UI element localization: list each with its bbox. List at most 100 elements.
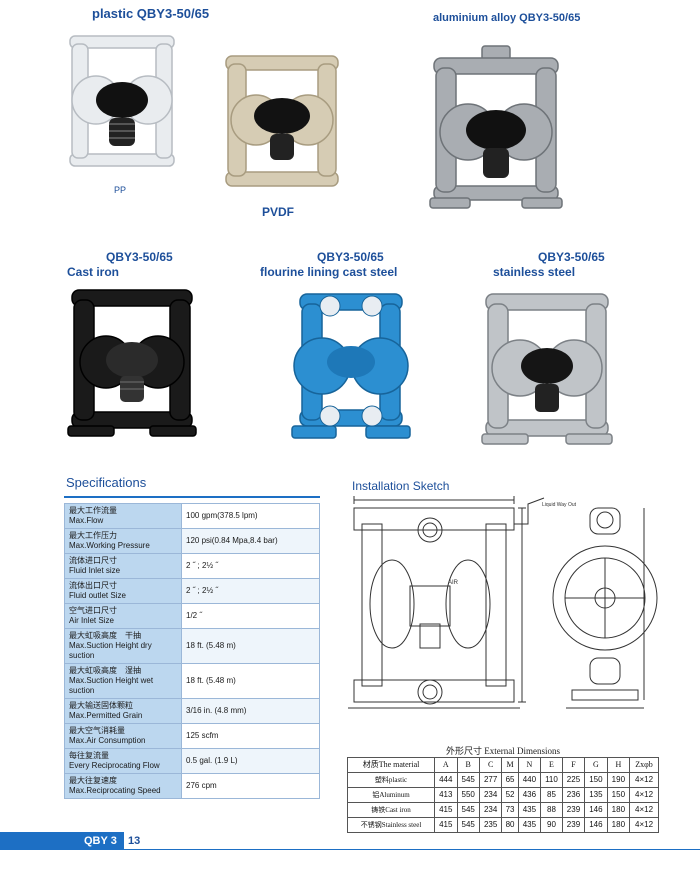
spec-label-en: Fluid outlet Size — [69, 591, 126, 600]
pump-image-pp — [69, 35, 175, 167]
dimensions-material-cell: 不锈钢Stainless steel — [346, 817, 436, 833]
spec-value: 276 cpm — [181, 773, 320, 799]
installation-sketch-heading: Installation Sketch — [352, 479, 450, 493]
spec-value: 120 psi(0.84 Mpa,8.4 bar) — [181, 528, 320, 554]
dimensions-material-cell: 塑料plastic — [346, 772, 436, 788]
spec-label-en: Fluid Inlet size — [69, 566, 121, 575]
dimensions-header-cell: E — [540, 757, 563, 773]
castiron-model: QBY3-50/65 — [106, 250, 173, 264]
fluorine-model: QBY3-50/65 — [317, 250, 384, 264]
spec-value: 18 ft. (5.48 m) — [181, 628, 320, 664]
spec-value: 0.5 gal. (1.9 L) — [181, 748, 320, 774]
stainless-label: stainless steel — [493, 265, 576, 279]
dimensions-value-cell: 88 — [540, 802, 563, 818]
dimensions-header-cell: A — [434, 757, 458, 773]
dimensions-value-cell: 435 — [517, 802, 542, 818]
stainless-model: QBY3-50/65 — [538, 250, 605, 264]
dimensions-value-cell: 150 — [606, 787, 631, 803]
spec-label-en: Air Inlet Size — [69, 616, 114, 625]
dimensions-value-cell: 80 — [501, 817, 519, 833]
spec-label-en: Max.Suction Height dry suction — [69, 641, 152, 660]
pump-image-pvdf — [225, 55, 339, 187]
spec-label-cn: 最大输送固体颗粒 — [69, 701, 133, 710]
spec-label-en: Max.Flow — [69, 516, 104, 525]
dimensions-value-cell: 234 — [478, 787, 503, 803]
dimensions-value-cell: 444 — [434, 772, 458, 788]
dimensions-material-cell: 铸铁Cast iron — [346, 802, 436, 818]
dimensions-header-cell: M — [501, 757, 519, 773]
dimensions-value-cell: 4×12 — [629, 817, 659, 833]
spec-label-en: Max.Air Consumption — [69, 736, 146, 745]
spec-value: 1/2 ˝ — [181, 603, 320, 629]
dimensions-header-cell: 材质The material — [346, 757, 436, 773]
spec-label-en: Every Reciprocating Flow — [69, 761, 160, 770]
dimensions-value-cell: 52 — [501, 787, 519, 803]
spec-label-cn: 最大工作流量 — [69, 506, 117, 515]
spec-value: 2 ˝ ; 2½ ˝ — [181, 553, 320, 579]
spec-value: 3/16 in. (4.8 mm) — [181, 698, 320, 724]
dimensions-value-cell: 413 — [434, 787, 458, 803]
dimensions-value-cell: 4×12 — [629, 802, 659, 818]
installation-sketch-drawing: AIR Liquid Way Out — [348, 496, 658, 709]
dimensions-header-cell: N — [517, 757, 542, 773]
spec-value: 100 gpm(378.5 lpm) — [181, 503, 320, 529]
dimensions-value-cell: 277 — [478, 772, 503, 788]
dimensions-value-cell: 135 — [584, 787, 608, 803]
spec-label-en: Max.Working Pressure — [69, 541, 150, 550]
plastic-title: plastic QBY3-50/65 — [92, 6, 210, 21]
dimensions-value-cell: 4×12 — [629, 772, 659, 788]
dimensions-value-cell: 85 — [540, 787, 563, 803]
dimensions-value-cell: 225 — [561, 772, 586, 788]
specs-rule — [64, 496, 320, 498]
dimensions-value-cell: 180 — [606, 802, 631, 818]
spec-label-en: Max.Suction Height wet suction — [69, 676, 154, 695]
dimensions-value-cell: 545 — [456, 802, 480, 818]
footer-band — [0, 832, 124, 850]
dimensions-value-cell: 415 — [434, 802, 458, 818]
spec-label-cn: 最大空气消耗量 — [69, 726, 125, 735]
dimensions-value-cell: 440 — [517, 772, 542, 788]
sketch-air-label: AIR — [448, 580, 459, 586]
spec-label-cn: 最大虹吸高度 干抽 — [69, 631, 141, 640]
pvdf-label: PVDF — [262, 205, 295, 219]
spec-value: 18 ft. (5.48 m) — [181, 663, 320, 699]
dimensions-value-cell: 545 — [456, 772, 480, 788]
dimensions-value-cell: 110 — [540, 772, 563, 788]
dimensions-material-cell: 铝Aluminum — [346, 787, 436, 803]
dimensions-header-cell: B — [456, 757, 480, 773]
dimensions-caption: 外形尺寸 External Dimensions — [446, 746, 560, 756]
dimensions-header-cell: H — [606, 757, 631, 773]
page-number: 13 — [128, 835, 141, 847]
spec-label-cn: 流体进口尺寸 — [69, 556, 117, 565]
dimensions-value-cell: 146 — [584, 802, 608, 818]
spec-label-cn: 最大工作压力 — [69, 531, 117, 540]
dimensions-value-cell: 190 — [606, 772, 631, 788]
spec-label-cn: 流体出口尺寸 — [69, 581, 117, 590]
spec-label-cn: 最大虹吸高度 湿抽 — [69, 666, 141, 675]
spec-label-cn: 每往复流量 — [69, 751, 109, 760]
footer-rule — [124, 849, 700, 850]
spec-value: 125 scfm — [181, 723, 320, 749]
